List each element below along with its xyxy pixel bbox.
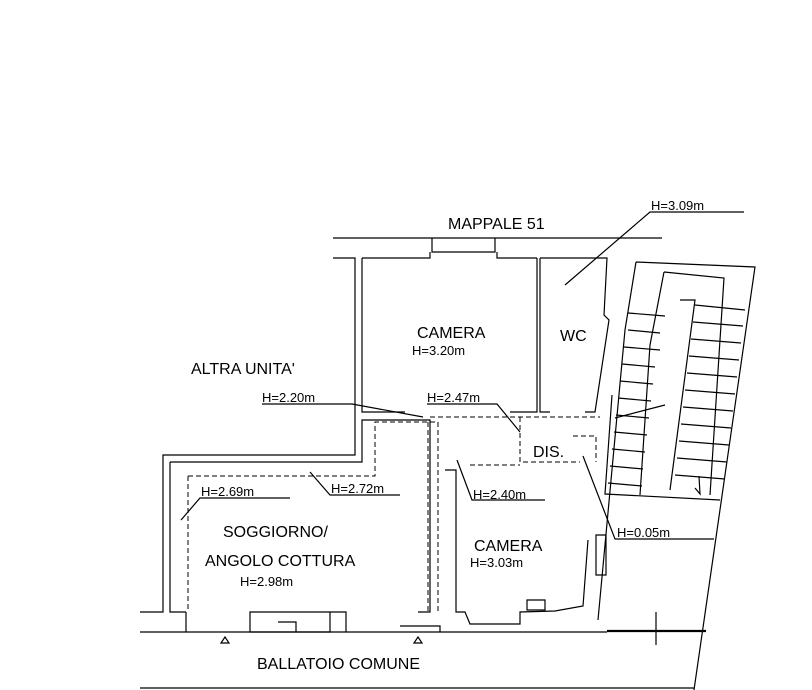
height-2-47: H=2.47m xyxy=(427,390,480,405)
level-markers xyxy=(219,635,424,644)
height-2-72: H=2.72m xyxy=(331,481,384,496)
room-camera-top-height: H=3.20m xyxy=(412,343,465,358)
room-wc-label: WC xyxy=(560,328,587,345)
room-camera-bottom-label: CAMERA xyxy=(474,538,543,555)
room-soggiorno-height: H=2.98m xyxy=(240,574,293,589)
height-2-20: H=2.20m xyxy=(262,390,315,405)
walls xyxy=(140,237,706,689)
leader-lines xyxy=(180,211,744,540)
room-soggiorno-label: SOGGIORNO/ xyxy=(223,524,328,541)
height-2-40: H=2.40m xyxy=(473,487,526,502)
altra-unita-label: ALTRA UNITA' xyxy=(191,361,295,378)
room-angolo-cottura-label: ANGOLO COTTURA xyxy=(205,553,356,570)
height-2-69: H=2.69m xyxy=(201,484,254,499)
height-0-05: H=0.05m xyxy=(617,525,670,540)
stair-treads xyxy=(604,304,746,501)
ballatoio-label: BALLATOIO COMUNE xyxy=(257,656,420,673)
wc-height: H=3.09m xyxy=(651,198,704,213)
room-camera-top-label: CAMERA xyxy=(417,325,486,342)
stairs xyxy=(597,261,756,690)
mappale-label: MAPPALE 51 xyxy=(448,216,545,233)
dashed-lines xyxy=(187,416,600,612)
room-dis-label: DIS. xyxy=(533,444,564,461)
room-camera-bottom-height: H=3.03m xyxy=(470,555,523,570)
